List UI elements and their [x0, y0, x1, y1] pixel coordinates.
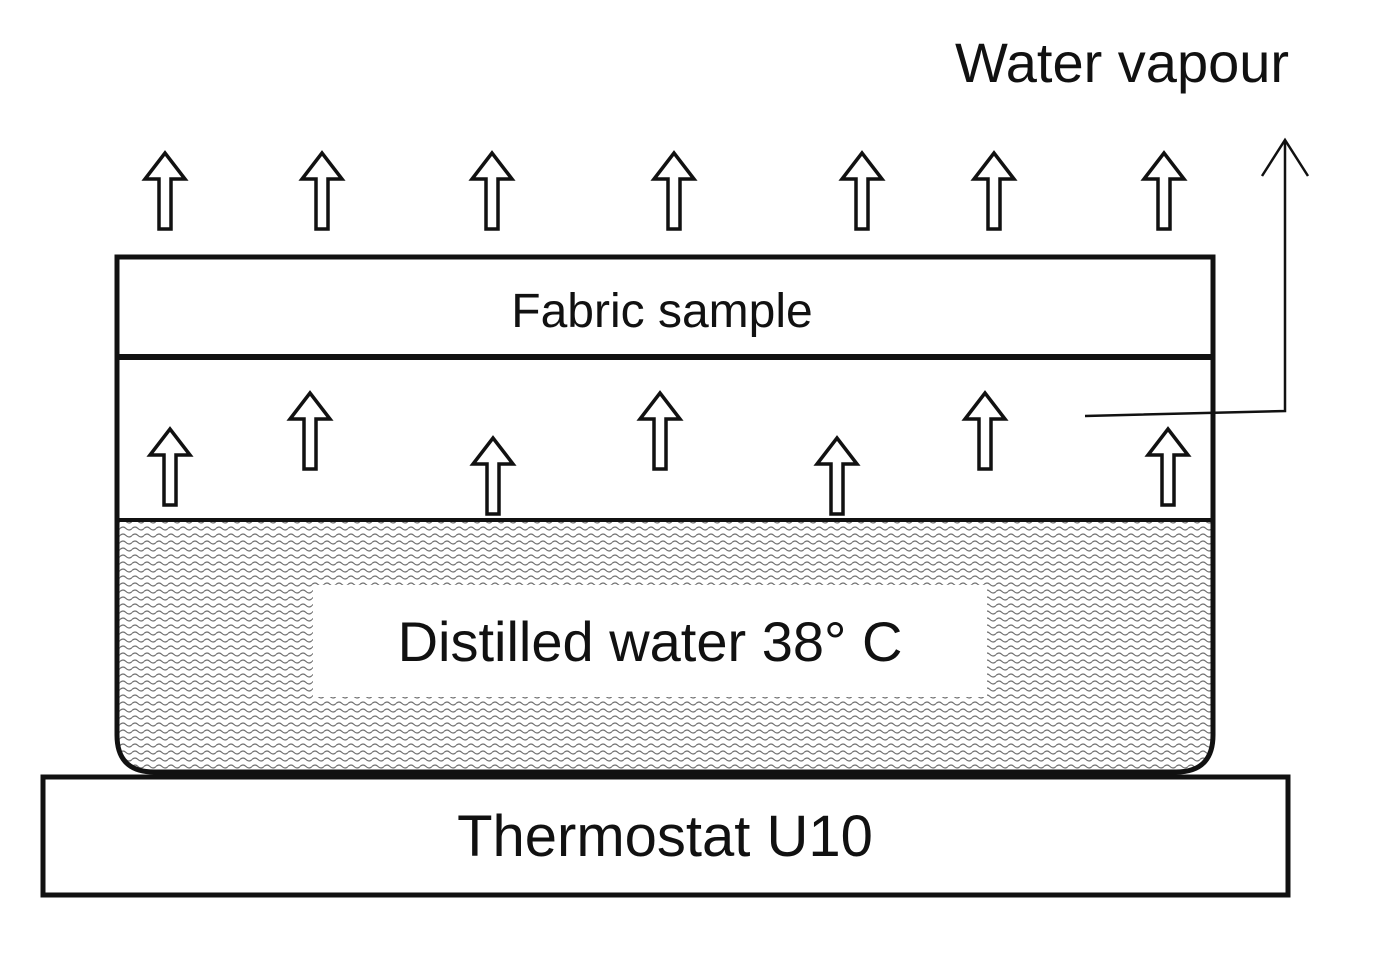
water-label: Distilled water 38° C: [398, 610, 903, 673]
vapour-arrow-icon: [815, 436, 859, 516]
water-vapour-label: Water vapour: [955, 31, 1289, 94]
vapour-arrow-icon: [1146, 427, 1190, 507]
thermostat-base: [40, 774, 1291, 898]
vapour-arrow-icon: [300, 151, 344, 231]
vapour-leader-line: [1084, 142, 1287, 418]
vapour-arrow-icon: [652, 151, 696, 231]
vapour-arrow-icon: [840, 151, 884, 231]
vapour-arrow-icon: [963, 391, 1007, 471]
vapour-arrow-icon: [1142, 151, 1186, 231]
vapour-arrow-icon: [972, 151, 1016, 231]
airgap-arrows: [148, 391, 1190, 516]
vapour-arrow-icon: [148, 427, 192, 507]
vapour-arrow-icon: [470, 151, 514, 231]
vapour-arrow-icon: [471, 436, 515, 516]
container-outline: [114, 254, 1216, 775]
outflow-arrows: [143, 151, 1186, 231]
fabric-sample-label: Fabric sample: [511, 285, 812, 338]
vapour-arrow-icon: [638, 391, 682, 471]
water-label-box: [313, 585, 987, 697]
open-arrowhead-icon: [1260, 137, 1310, 177]
vapour-arrow-icon: [143, 151, 187, 231]
vapour-arrow-icon: [288, 391, 332, 471]
thermostat-label: Thermostat U10: [457, 804, 873, 869]
